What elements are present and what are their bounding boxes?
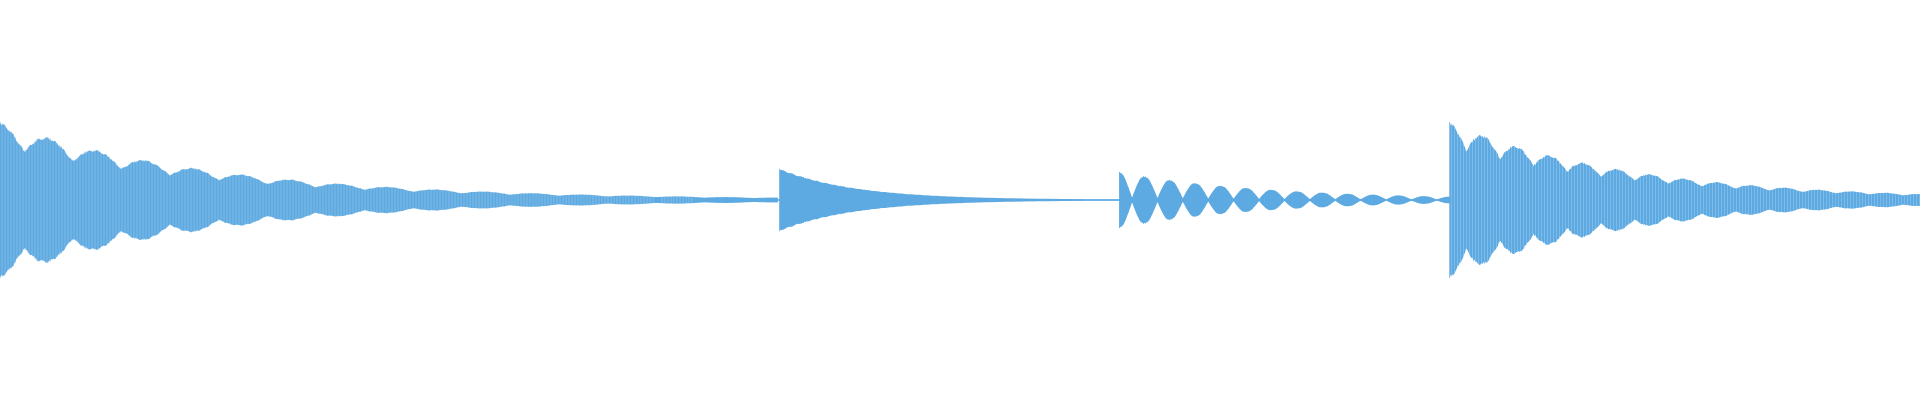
waveform-clip-1[interactable] [0,121,778,279]
waveform-clips [0,119,1920,281]
waveform-texture-clip-1 [1,119,693,281]
waveform-clip-3[interactable] [1119,171,1450,229]
waveform-clip-4[interactable] [1449,121,1920,279]
waveform-texture-clip-4 [1451,119,1920,281]
waveform-clip-2[interactable] [779,168,1120,232]
